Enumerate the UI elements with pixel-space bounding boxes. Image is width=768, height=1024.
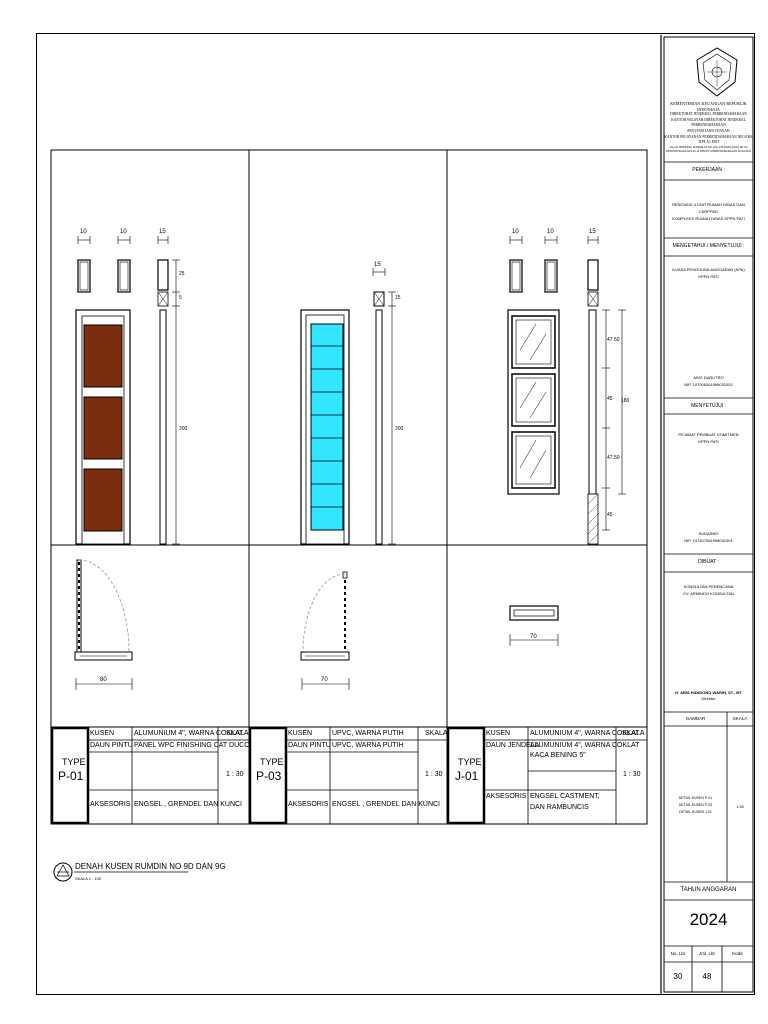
spec-value: KACA BENING 5" xyxy=(530,752,586,759)
type-label: TYPE xyxy=(458,757,482,767)
dim-text: 45 xyxy=(607,396,613,402)
window-j01-elevation xyxy=(507,236,626,545)
skala-label: SKALA xyxy=(425,730,448,737)
spec-key: KUSEN xyxy=(486,730,511,737)
gambar-scale: 1:30 xyxy=(736,804,744,809)
skala-label: SKALA xyxy=(732,716,748,721)
jml-lbr-value: 48 xyxy=(702,972,712,981)
dim-text: 180 xyxy=(621,398,630,404)
door-p01-plan xyxy=(74,559,133,690)
dibuat-label: DIBUAT : xyxy=(698,559,719,565)
type-code: P-01 xyxy=(58,769,84,783)
ministry-emblem-icon xyxy=(696,47,738,97)
type-code: P-03 xyxy=(256,769,282,783)
dim-text: 10 xyxy=(547,229,554,235)
spec-key: DAUN PINTU xyxy=(90,742,133,749)
type-label: TYPE xyxy=(62,757,86,767)
dim-text: 200 xyxy=(179,426,188,432)
spec-value: ENGSEL , GRENDEL DAN KUNCI xyxy=(134,801,243,808)
skala-label: SKALA xyxy=(622,730,645,737)
mengetahui-label: MENGETAHUI / MENYETUJUI : xyxy=(672,243,745,249)
drawing-sheet xyxy=(36,33,755,995)
ppk-text: PEJABAT PEMBUAT KOMITMEN KPPN PATI xyxy=(678,432,739,444)
door-p01-elevation xyxy=(75,236,180,545)
skala-value: 1 : 30 xyxy=(425,771,443,778)
spec-value: UPVC, WARNA PUTIH xyxy=(332,742,404,749)
dim-text: 25 xyxy=(179,271,185,277)
konsultan-text: KONSULTAN PERENCANA CV. ARMINDO KONSULTA… xyxy=(682,584,735,596)
window-j01-plan xyxy=(509,605,559,646)
spec-key: DAUN JENDELA xyxy=(486,742,540,749)
spec-value: ALUMUNIUM 4", WARNA COKLAT xyxy=(134,730,244,737)
dim-text: 10 xyxy=(120,229,127,235)
dim-text: 15 xyxy=(374,262,381,268)
spec-key: KUSEN xyxy=(288,730,313,737)
skala-value: 1 : 30 xyxy=(623,771,641,778)
tahun-label: TAHUN ANGGARAN xyxy=(680,887,737,893)
dim-text: 5 xyxy=(179,295,182,301)
gambar-list: DETAIL KUSEN P-01 DETAIL KUSEN P-03 DETA… xyxy=(678,796,713,814)
dim-text: 10 xyxy=(512,229,519,235)
spec-key: AKSESORIS xyxy=(486,793,527,800)
type-label: TYPE xyxy=(260,757,284,767)
door-p03-plan xyxy=(300,571,350,690)
skala-value: 1 : 30 xyxy=(226,771,244,778)
north-arrow-icon xyxy=(53,862,73,882)
mengetahui-text: KUASA PENGGUNA ANGGARAN (KPA) KPPN PATI xyxy=(672,267,745,279)
tahun-value: 2024 xyxy=(689,910,728,929)
kpa-signature: ARIS DARUTRO NIP. 197008261998031002 xyxy=(684,375,733,387)
dim-text: 15 xyxy=(589,229,596,235)
dim-text: 47.50 xyxy=(607,337,620,343)
spec-value: DAN RAMBUNCIS xyxy=(530,804,589,811)
no-lbr-value: 30 xyxy=(673,972,683,981)
spec-key: AKSESORIS xyxy=(90,801,131,808)
drawing-scale: SKALA 1 : 100 xyxy=(75,876,102,881)
pekerjaan-label: PEKERJAAN : xyxy=(692,167,725,173)
jml-lbr-label: Jml. Lbr xyxy=(698,951,715,956)
dim-text: 70 xyxy=(530,634,537,640)
pekerjaan-text: RENOVASI 4 UNIT RUMAH DINAS DAN CARPPAG … xyxy=(672,202,745,221)
agency-header: KEMENTERIAN KEUANGAN REPUBLIK INDONESIA … xyxy=(664,101,753,154)
spec-value: ENGSEL , GRENDEL DAN KUNCI xyxy=(332,801,441,808)
dim-text: 45 xyxy=(607,512,613,518)
gambar-label: GAMBAR xyxy=(685,716,706,721)
dim-text: 80 xyxy=(100,677,107,683)
spec-value: ALUMUNIUM 4", WARNA COKLAT xyxy=(530,730,640,737)
kode-label: Kode xyxy=(732,951,743,956)
dim-text: 47.50 xyxy=(607,455,620,461)
spec-key: AKSESORIS xyxy=(288,801,329,808)
menyetujui-label: MENYETUJUI : xyxy=(691,403,726,409)
spec-value: PANEL WPC FINISHING CAT DUCO xyxy=(134,742,250,749)
spec-key: DAUN PINTU xyxy=(288,742,331,749)
skala-label: SKALA xyxy=(226,730,249,737)
drawing-title: DENAH KUSEN RUMDIN NO 9D DAN 9G xyxy=(75,862,226,871)
dim-text: 70 xyxy=(321,677,328,683)
dim-text: 200 xyxy=(395,426,404,432)
ppk-signature: SUDARNO NIP. 197407061998031001 xyxy=(684,531,733,543)
spec-value: UPVC, WARNA PUTIH xyxy=(332,730,404,737)
no-lbr-label: No. Lbr xyxy=(670,951,686,956)
dim-text: 10 xyxy=(80,229,87,235)
door-p03-elevation xyxy=(300,268,396,545)
spec-value: ENGSEL CASTMENT, xyxy=(530,793,600,800)
dim-text: 15 xyxy=(395,295,401,301)
type-code: J-01 xyxy=(455,769,479,783)
spec-key: KUSEN xyxy=(90,730,115,737)
spec-tables xyxy=(50,726,648,825)
director-signature: H. ARIS HANDONO WARIH, ST., MT Direktur xyxy=(675,690,742,701)
spec-value: ALUMUNIUM 4", WARNA COKLAT xyxy=(530,742,640,749)
dim-text: 15 xyxy=(159,229,166,235)
